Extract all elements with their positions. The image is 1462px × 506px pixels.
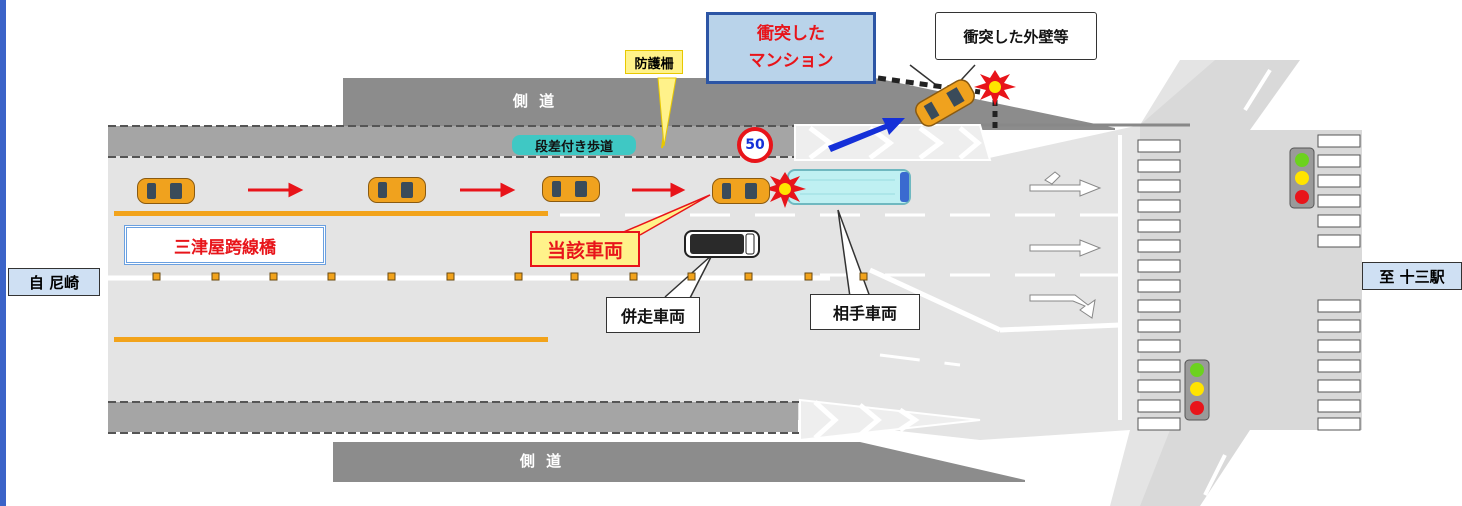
parallel-vehicle-label: 併走車両	[606, 297, 700, 333]
van-icon	[684, 230, 760, 258]
crosswalk-left	[1137, 139, 1181, 431]
car-icon	[368, 177, 426, 203]
side-road-bottom-label: 側 道	[512, 448, 572, 472]
car-icon	[137, 178, 195, 204]
from-label: 自 尼崎	[8, 268, 100, 296]
bridge-label: 三津屋跨線橋	[124, 225, 326, 265]
speed-sign-icon	[737, 127, 773, 163]
orange-line-bottom	[114, 337, 548, 342]
crosswalk-right	[1317, 134, 1361, 431]
blue-arrow	[828, 118, 905, 152]
sidewalk-label: 段差付き歩道	[512, 135, 636, 155]
car-icon	[915, 79, 975, 127]
arrow-icon	[1029, 171, 1102, 319]
guardrail-label: 防護柵	[625, 50, 683, 74]
traffic-light-icon	[1184, 359, 1210, 421]
car-icon	[712, 178, 770, 204]
side-road-bottom	[333, 442, 1025, 482]
bus-icon	[787, 169, 911, 205]
red-direction-arrows	[248, 182, 686, 198]
mansion-label: 衝突した マンション	[706, 12, 876, 84]
side-road-top-label: 側 道	[505, 88, 565, 112]
traffic-light-icon	[1289, 147, 1315, 209]
car-icon	[542, 176, 600, 202]
outer-wall-label: 衝突した外壁等	[935, 12, 1097, 60]
subject-vehicle-label: 当該車両	[530, 231, 640, 267]
guard-posts	[152, 272, 868, 281]
to-label: 至 十三駅	[1362, 262, 1462, 290]
orange-line-top	[114, 211, 548, 216]
other-vehicle-label: 相手車両	[810, 294, 920, 330]
main-road	[108, 60, 1362, 506]
speed-limit-value: 50	[745, 137, 765, 153]
